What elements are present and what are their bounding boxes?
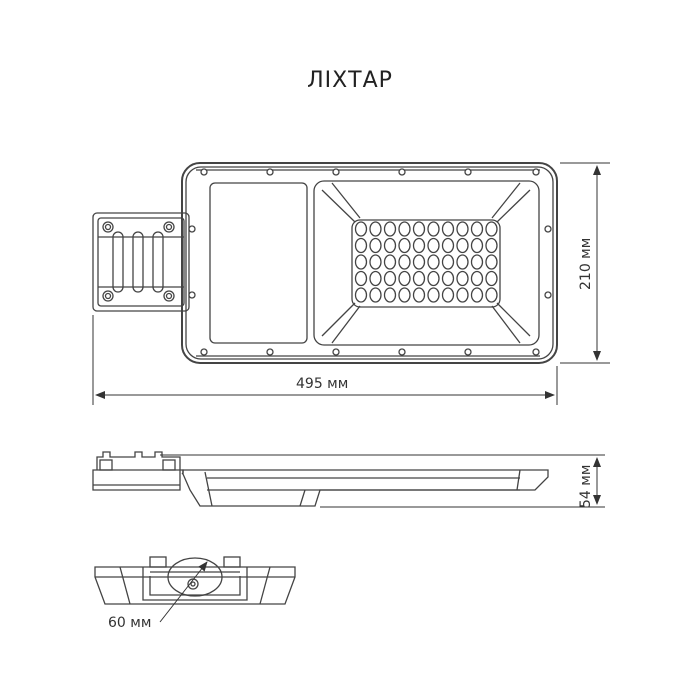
led-icon [456, 254, 469, 270]
led-icon [369, 254, 382, 270]
led-icon [383, 270, 397, 287]
led-array [354, 221, 498, 303]
led-icon [441, 221, 455, 237]
led-icon [427, 270, 440, 287]
page-title: ЛІХТАР [307, 68, 393, 93]
height-label: 54 мм [578, 465, 594, 508]
led-icon [456, 270, 469, 287]
led-icon [470, 270, 484, 287]
top-view [92, 162, 558, 364]
led-icon [441, 237, 455, 254]
led-icon [427, 254, 440, 270]
led-icon [470, 237, 484, 254]
led-icon [485, 287, 498, 303]
led-icon [470, 221, 484, 237]
led-icon [398, 270, 411, 287]
led-icon [383, 287, 397, 303]
led-icon [427, 237, 440, 254]
led-icon [485, 237, 498, 254]
led-icon [354, 287, 368, 303]
led-icon [354, 221, 368, 237]
diameter-dimension [159, 561, 208, 623]
led-icon [398, 221, 411, 237]
mount-bracket [92, 212, 190, 312]
led-icon [441, 287, 455, 303]
height-dimension [160, 454, 605, 508]
led-icon [427, 221, 440, 237]
diameter-label: 60 мм [108, 615, 151, 631]
led-icon [383, 237, 397, 254]
led-icon [456, 287, 469, 303]
led-icon [456, 237, 469, 254]
led-icon [383, 221, 397, 237]
led-icon [485, 270, 498, 287]
led-icon [354, 254, 368, 270]
end-view [94, 556, 296, 605]
led-icon [398, 287, 411, 303]
led-icon [470, 287, 484, 303]
led-icon [412, 237, 426, 254]
led-icon [398, 254, 411, 270]
led-icon [354, 237, 368, 254]
led-icon [383, 254, 397, 270]
led-icon [398, 237, 411, 254]
led-icon [485, 254, 498, 270]
led-icon [369, 270, 382, 287]
led-icon [412, 221, 426, 237]
led-icon [354, 270, 368, 287]
width-label: 210 мм [578, 238, 594, 290]
width-dimension [560, 162, 610, 364]
led-icon [412, 254, 426, 270]
led-icon [470, 254, 484, 270]
led-icon [427, 287, 440, 303]
led-icon [369, 221, 382, 237]
led-icon [412, 270, 426, 287]
length-label: 495 мм [296, 376, 348, 392]
led-icon [441, 254, 455, 270]
led-icon [369, 287, 382, 303]
led-icon [485, 221, 498, 237]
length-dimension [92, 315, 558, 405]
side-view [92, 451, 549, 507]
led-icon [412, 287, 426, 303]
led-icon [456, 221, 469, 237]
led-icon [441, 270, 455, 287]
led-icon [369, 237, 382, 254]
